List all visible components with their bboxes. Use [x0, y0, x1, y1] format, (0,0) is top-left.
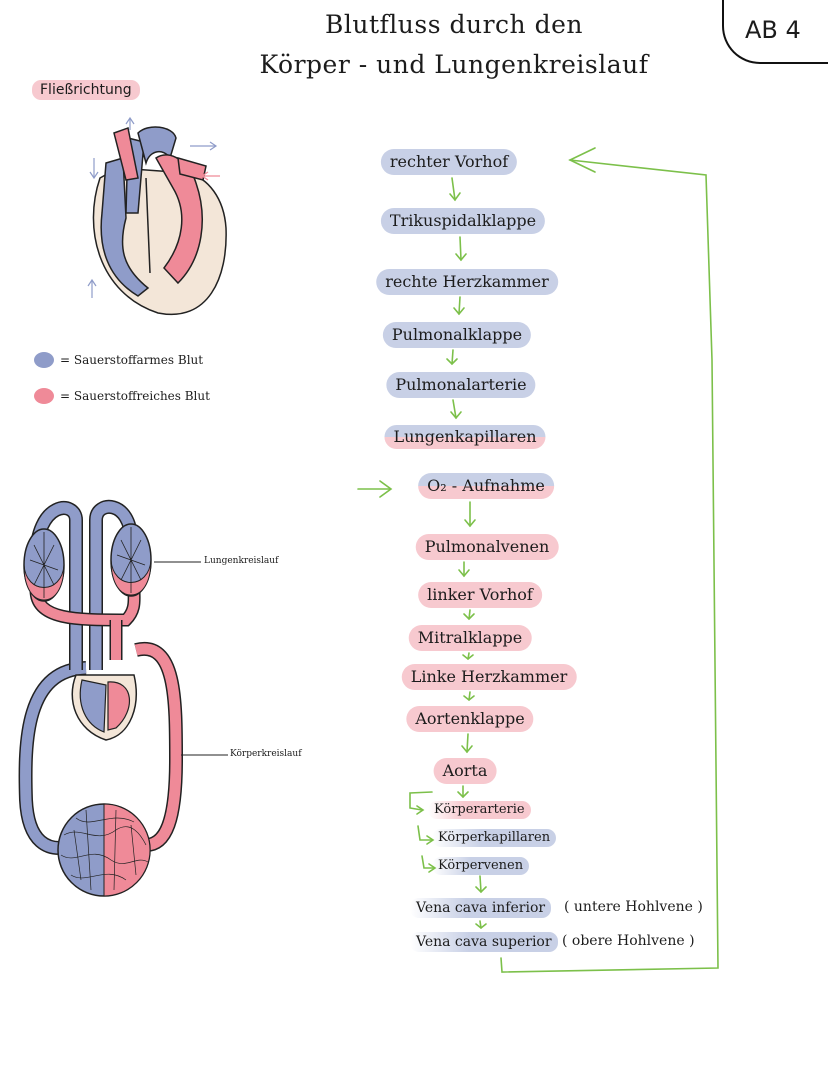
worksheet-label: AB 4 — [745, 16, 801, 44]
step-pulmonary-artery: Pulmonalarterie — [386, 372, 536, 398]
page-title-line-1: Blutfluss durch den — [325, 10, 583, 39]
legend-deoxygenated: = Sauerstoffarmes Blut — [60, 353, 204, 367]
step-left-atrium: linker Vorhof — [418, 582, 542, 608]
step-pulmonary-valve: Pulmonalklappe — [382, 322, 532, 348]
step-aortic-valve: Aortenklappe — [406, 706, 534, 732]
legend-blue-swatch — [34, 352, 54, 368]
systemic-circulation-label: Körperkreislauf — [230, 749, 302, 759]
page-title-line-2: Körper - und Lungenkreislauf — [259, 50, 649, 79]
flow-direction-label: Fließrichtung — [32, 80, 140, 100]
step-mitral-valve: Mitralklappe — [408, 625, 532, 651]
step-lung-capillaries: Lungenkapillaren — [384, 425, 546, 449]
branch-body-veins: Körpervenen — [432, 857, 530, 875]
branch-body-artery: Körperarterie — [428, 801, 531, 819]
circulation-diagram — [18, 499, 228, 897]
step-pulmonary-veins: Pulmonalvenen — [415, 534, 559, 560]
legend-oxygenated: = Sauerstoffreiches Blut — [60, 389, 210, 403]
vena-cava-superior-note: ( obere Hohlvene ) — [562, 933, 695, 949]
branch-body-capillaries: Körperkapillaren — [432, 829, 557, 847]
step-left-ventricle: Linke Herzkammer — [401, 664, 577, 690]
corner-tab — [722, 0, 828, 64]
step-right-ventricle: rechte Herzkammer — [376, 269, 558, 295]
step-oxygen-uptake: O₂ - Aufnahme — [418, 473, 554, 499]
pulmonary-circulation-label: Lungenkreislauf — [204, 556, 279, 566]
step-right-atrium: rechter Vorhof — [380, 149, 518, 175]
legend-red-swatch — [34, 388, 54, 404]
vena-cava-inferior: Vena cava inferior — [410, 898, 552, 918]
vena-cava-inferior-note: ( untere Hohlvene ) — [564, 899, 703, 915]
heart-illustration — [87, 116, 227, 316]
step-tricuspid-valve: Trikuspidalklappe — [380, 208, 546, 234]
step-aorta: Aorta — [433, 758, 497, 784]
vena-cava-superior: Vena cava superior — [410, 932, 558, 952]
